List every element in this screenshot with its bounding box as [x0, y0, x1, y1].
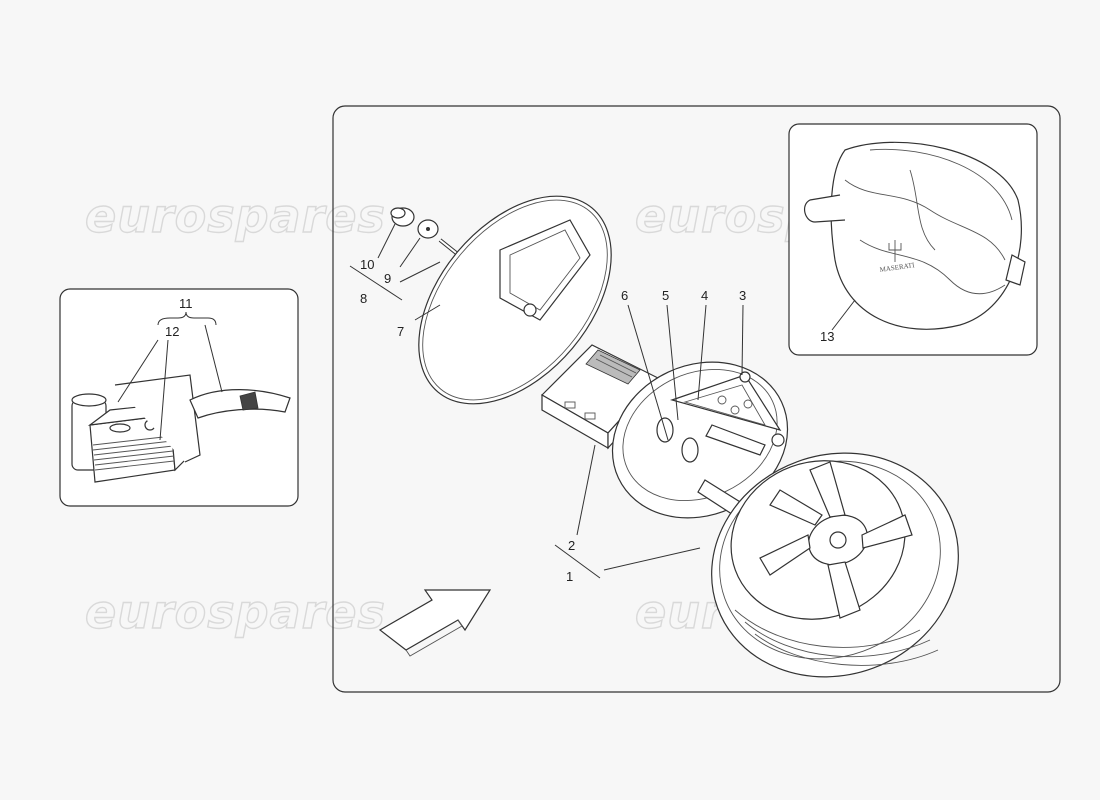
callout-1: 1 — [566, 569, 573, 584]
callout-3: 3 — [739, 288, 746, 303]
washer-part — [417, 219, 439, 239]
callout-13: 13 — [820, 329, 834, 344]
main-frame — [332, 105, 1061, 693]
watermark-text: eurospares — [85, 189, 386, 243]
callout-12: 12 — [165, 324, 179, 339]
inflator-kit-inset — [59, 288, 299, 507]
callout-4: 4 — [701, 288, 708, 303]
callout-8: 8 — [360, 291, 367, 306]
callout-2: 2 — [568, 538, 575, 553]
nut-part — [390, 207, 415, 227]
callout-10: 10 — [360, 257, 374, 272]
callout-7: 7 — [397, 324, 404, 339]
floor-cover-part — [418, 195, 612, 405]
callout-11: 11 — [179, 296, 193, 311]
direction-arrow-icon — [378, 589, 492, 657]
watermark-text: eurospares — [85, 585, 386, 639]
spare-wheel-part — [711, 452, 959, 678]
callout-labels: 1 2 3 4 5 6 7 8 9 10 11 12 13 — [165, 257, 834, 584]
leader-lines — [349, 223, 744, 579]
wheel-bag-inset: MASERATI — [788, 123, 1038, 356]
callout-5: 5 — [662, 288, 669, 303]
maserati-trident-logo — [888, 240, 902, 262]
callout-6: 6 — [621, 288, 628, 303]
callout-9: 9 — [384, 271, 391, 286]
